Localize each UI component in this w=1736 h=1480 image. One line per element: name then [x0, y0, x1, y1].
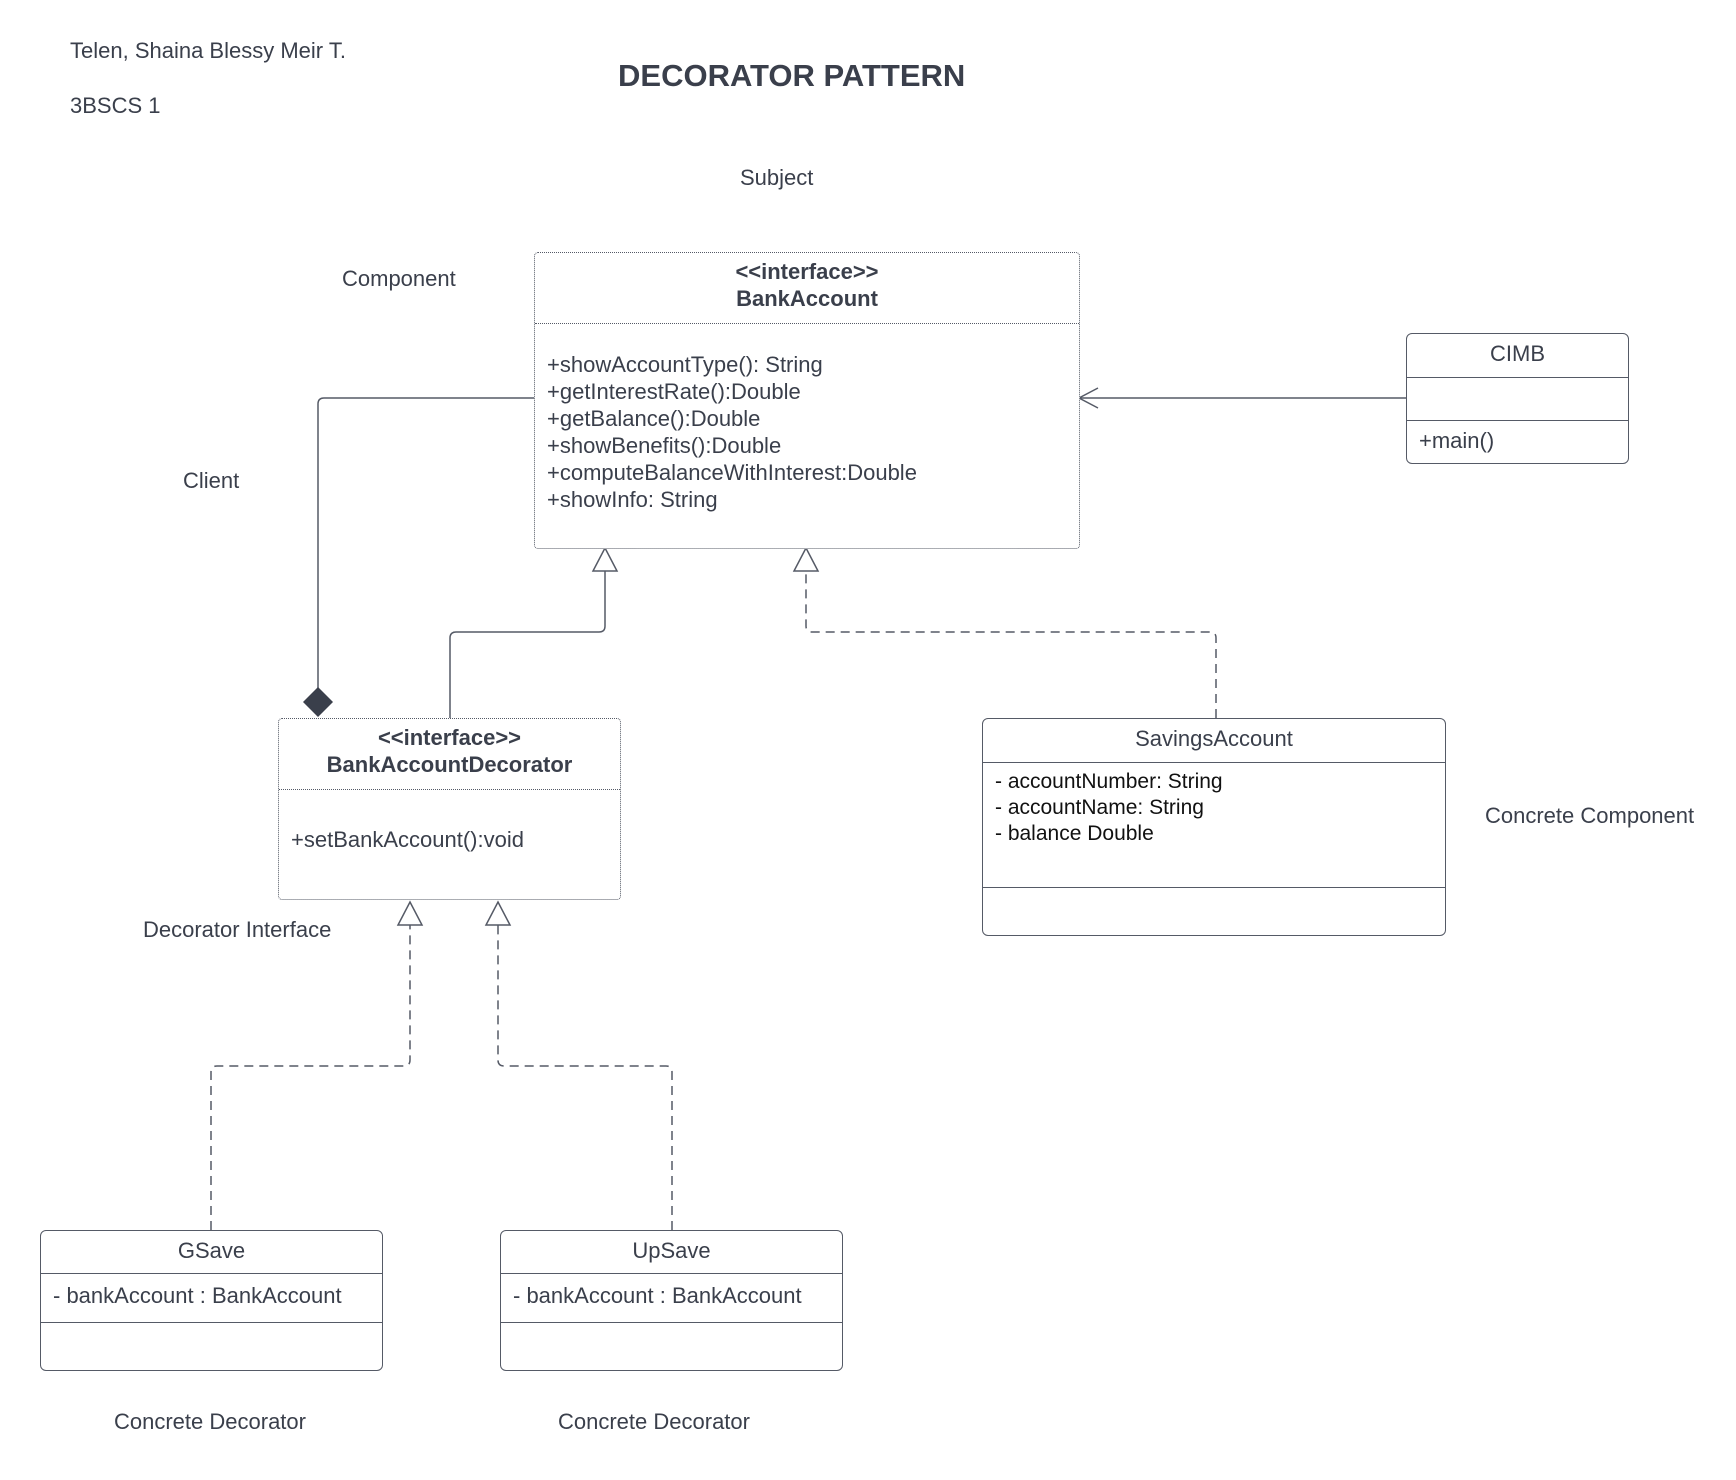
class-savings-account[interactable]: SavingsAccount - accountNumber: String -… — [982, 718, 1446, 936]
method-list: +setBankAccount():void — [291, 826, 612, 853]
class-gsave[interactable]: GSave - bankAccount : BankAccount — [40, 1230, 383, 1371]
author-name: Telen, Shaina Blessy Meir T. — [70, 38, 346, 63]
composition-diamond — [303, 687, 333, 717]
method-item: +setBankAccount():void — [291, 827, 524, 852]
stereotype-label: <<interface>> — [377, 725, 522, 750]
method-item: +computeBalanceWithInterest:Double — [547, 460, 917, 485]
method-item: +showAccountType(): String — [547, 352, 823, 377]
method-list: +showAccountType(): String +getInterestR… — [547, 351, 1071, 513]
role-label-decorator-interface: Decorator Interface — [143, 917, 332, 942]
method-list: +main() — [1419, 427, 1620, 454]
section-label: 3BSCS 1 — [70, 93, 161, 118]
compartment-divider — [535, 323, 1079, 324]
method-item: +getBalance():Double — [547, 406, 761, 431]
compartment-divider — [983, 887, 1445, 888]
compartment-divider — [41, 1322, 382, 1323]
compartment-divider — [501, 1322, 842, 1323]
class-cimb[interactable]: CIMB +main() — [1406, 333, 1629, 464]
compartment-divider — [1407, 420, 1628, 421]
class-header: <<interface>> BankAccount — [535, 253, 1079, 323]
generalization-line — [449, 570, 606, 718]
role-label-concrete-decorator: Concrete Decorator — [114, 1409, 306, 1434]
realization-triangle-upsave — [484, 900, 512, 926]
class-name: BankAccountDecorator — [326, 752, 573, 777]
attribute-list: - bankAccount : BankAccount — [513, 1282, 834, 1309]
realization-triangle-gsave — [396, 900, 424, 926]
class-bank-account-decorator[interactable]: <<interface>> BankAccountDecorator +setB… — [278, 718, 621, 900]
realization-triangle-savings — [792, 546, 820, 572]
method-item: +getInterestRate():Double — [547, 379, 801, 404]
class-name: SavingsAccount — [1135, 726, 1293, 751]
class-upsave[interactable]: UpSave - bankAccount : BankAccount — [500, 1230, 843, 1371]
class-header: <<interface>> BankAccountDecorator — [279, 719, 620, 789]
attribute-item: - accountName: String — [995, 796, 1204, 819]
attribute-list: - accountNumber: String - accountName: S… — [995, 769, 1437, 847]
class-bank-account[interactable]: <<interface>> BankAccount +showAccountTy… — [534, 252, 1080, 549]
role-label-client: Client — [183, 468, 240, 493]
generalization-triangle — [591, 546, 619, 572]
class-name: GSave — [177, 1238, 246, 1263]
role-label-subject: Subject — [740, 165, 814, 190]
role-label-component: Component — [342, 266, 456, 291]
compartment-divider — [41, 1273, 382, 1274]
composition-line — [317, 397, 534, 688]
method-item: +main() — [1419, 428, 1495, 453]
stereotype-label: <<interface>> — [735, 259, 879, 284]
compartment-divider — [501, 1273, 842, 1274]
compartment-divider — [279, 789, 620, 790]
attribute-item: - accountNumber: String — [995, 770, 1223, 793]
compartment-divider — [983, 762, 1445, 763]
attribute-item: - balance Double — [995, 822, 1154, 845]
class-name: BankAccount — [736, 286, 878, 311]
class-name: UpSave — [632, 1238, 711, 1263]
realization-line-upsave — [497, 924, 673, 1230]
realization-line-savings — [805, 570, 1217, 718]
realization-line-gsave — [210, 924, 411, 1230]
class-name: CIMB — [1490, 341, 1545, 366]
attribute-item: - bankAccount : BankAccount — [53, 1283, 342, 1308]
role-label-concrete-decorator: Concrete Decorator — [558, 1409, 750, 1434]
attribute-list: - bankAccount : BankAccount — [53, 1282, 374, 1309]
method-item: +showBenefits():Double — [547, 433, 782, 458]
diagram-title: DECORATOR PATTERN — [618, 58, 966, 93]
method-item: +showInfo: String — [547, 487, 718, 512]
role-label-concrete-component: Concrete Component — [1485, 803, 1695, 828]
attribute-item: - bankAccount : BankAccount — [513, 1283, 802, 1308]
compartment-divider — [1407, 377, 1628, 378]
